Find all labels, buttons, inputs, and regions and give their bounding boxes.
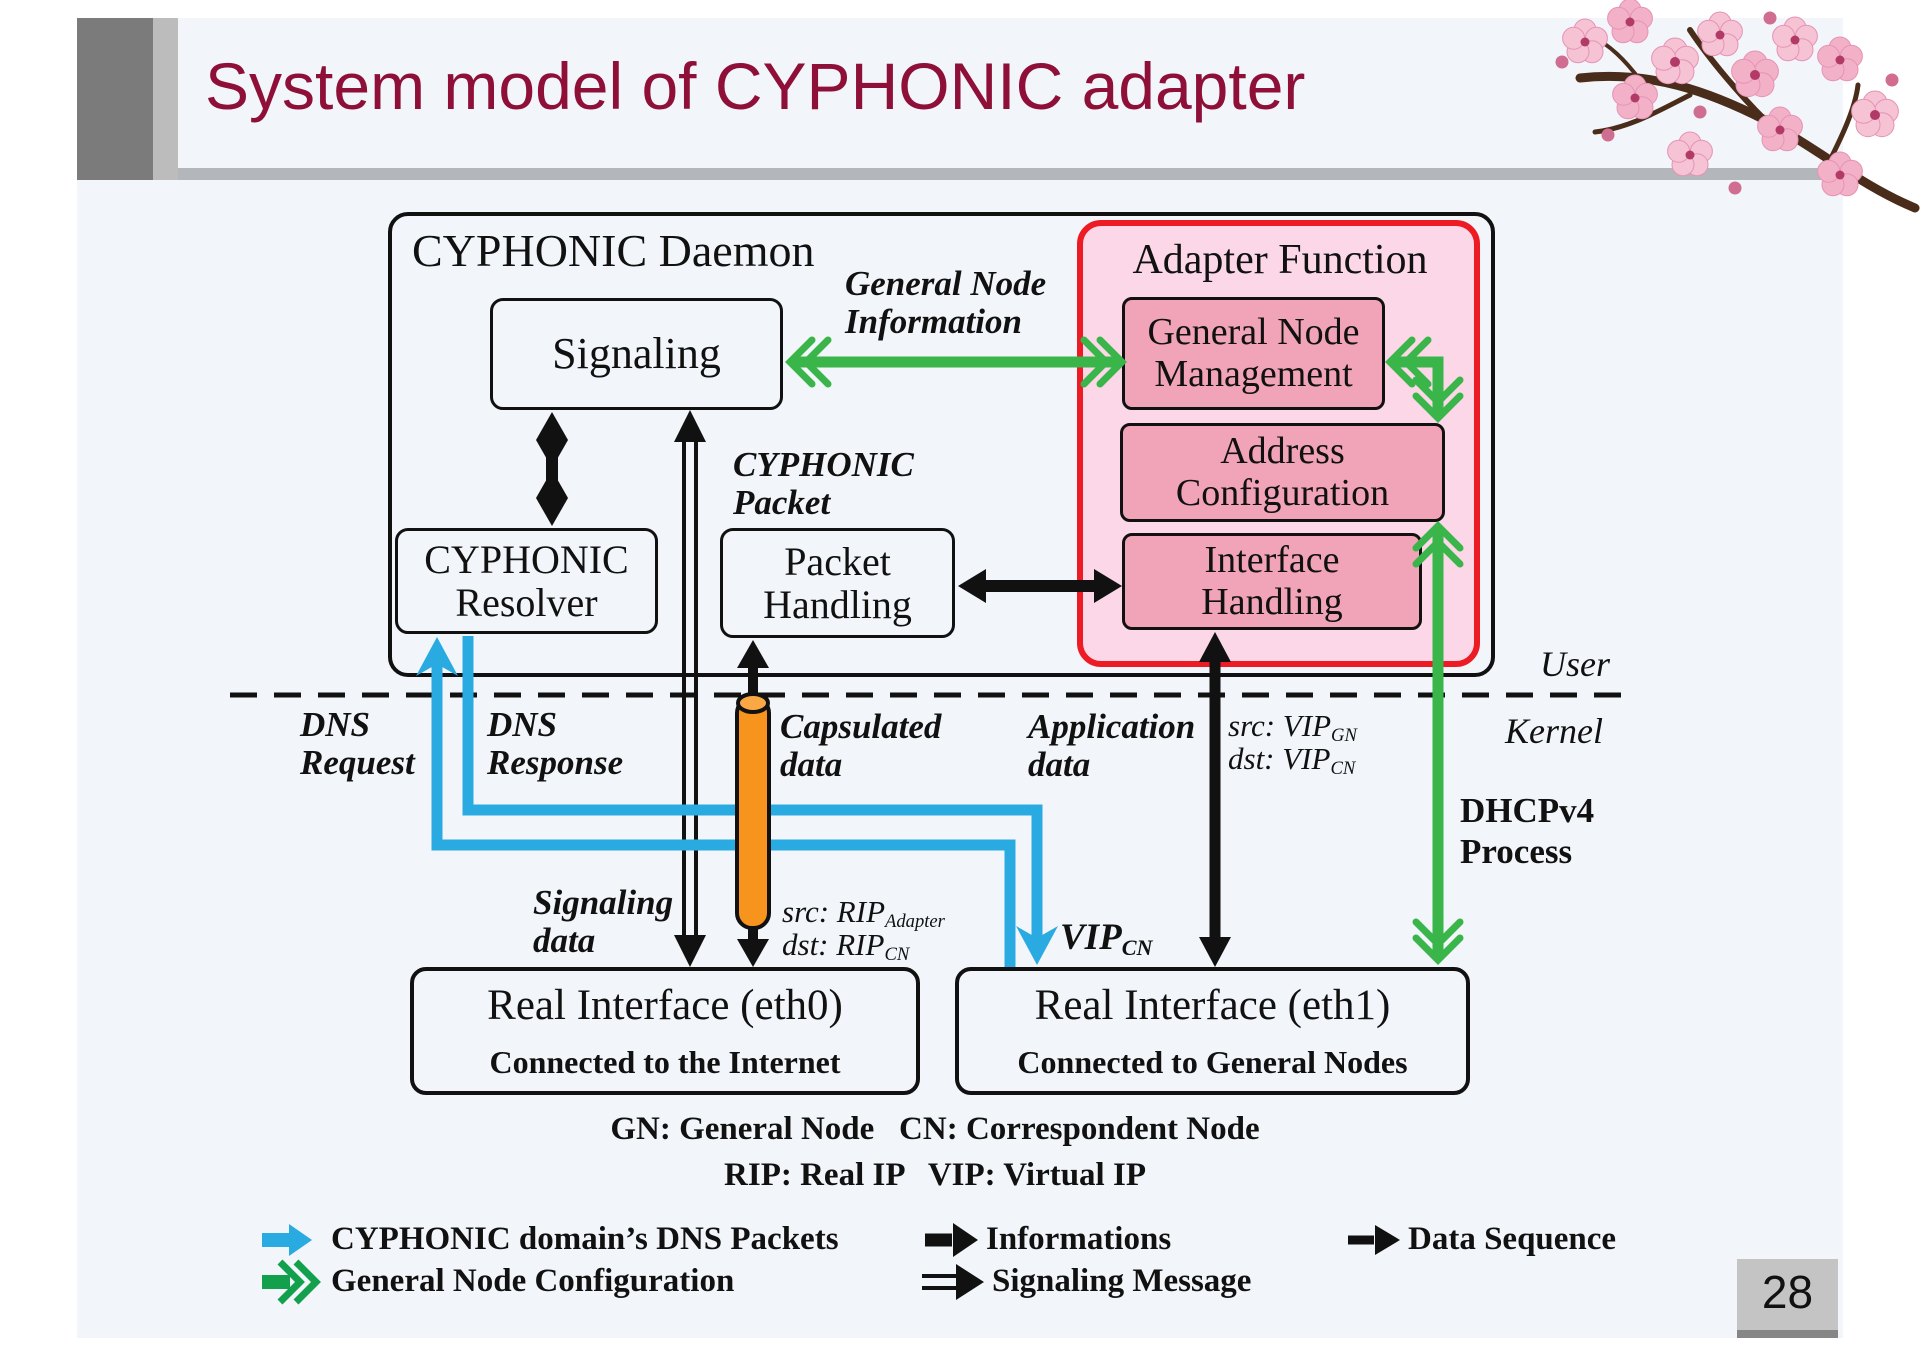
- dns-request-path: [416, 637, 1016, 967]
- legend-informations-label: Informations: [986, 1221, 1172, 1257]
- legend-dns-packets-label: CYPHONIC domain’s DNS Packets: [331, 1221, 839, 1257]
- dhcpv4-process-arrow: [1412, 521, 1464, 965]
- general-node-information-label: General Node Information: [845, 264, 1047, 341]
- general-node-management-label: General Node Management: [1147, 311, 1360, 395]
- kernel-label: Kernel: [1505, 711, 1603, 751]
- page-number-strip: [1737, 1330, 1838, 1338]
- page-title: System model of CYPHONIC adapter: [205, 49, 1306, 123]
- gnm-to-address-config-arrow: [1385, 336, 1464, 423]
- cyphonic-resolver-label: CYPHONIC Resolver: [424, 536, 629, 625]
- vip-cn-label: VIPCN: [1060, 917, 1153, 961]
- page-number-box: 28: [1737, 1259, 1838, 1338]
- signaling-message-arrow: [674, 410, 706, 967]
- capsule-to-packet-arrow: [737, 640, 769, 700]
- signaling-data-label: Signaling data: [533, 883, 674, 960]
- legend-general-node-config-label: General Node Configuration: [331, 1263, 735, 1299]
- legend-signaling-message-icon: [922, 1264, 984, 1300]
- address-configuration-box: [1120, 423, 1445, 522]
- legend-data-sequence-icon: [1348, 1225, 1400, 1255]
- packet-interface-arrow: [958, 569, 1122, 603]
- cyphonic-resolver-box: [395, 528, 658, 634]
- eth1-box: [955, 967, 1470, 1095]
- eth1-label: Real Interface (eth1) Connected to Gener…: [1017, 981, 1408, 1080]
- slide-background: [77, 18, 1843, 1338]
- cyphonic-daemon-box: [388, 212, 1495, 677]
- src-dst-rip-label: src: RIPAdapter dst: RIPCN: [782, 894, 945, 965]
- header-dark-gray-block: [77, 18, 153, 180]
- adapter-title: Adapter Function: [1132, 237, 1428, 283]
- capsule-to-eth0-arrow: [737, 924, 769, 967]
- interface-handling-box: [1122, 533, 1422, 630]
- legend-signaling-message-label: Signaling Message: [992, 1263, 1252, 1299]
- legend-general-node-config-icon: [262, 1259, 321, 1305]
- header-light-gray-strip: [153, 18, 178, 180]
- cherry-blossom-decoration: [1555, 0, 1920, 213]
- legend-dns-packets-icon: [262, 1224, 312, 1256]
- eth0-label: Real Interface (eth0) Connected to the I…: [487, 981, 843, 1080]
- dns-response-label: DNS Response: [487, 705, 624, 782]
- abbreviation-line-1: GN: General Node CN: Correspondent Node: [610, 1111, 1260, 1147]
- user-label: User: [1540, 644, 1610, 684]
- packet-handling-label: Packet Handling: [763, 538, 912, 627]
- application-data-arrow: [1199, 632, 1231, 967]
- header-underline: [178, 168, 1843, 180]
- signaling-resolver-connector: [536, 412, 568, 526]
- dhcpv4-process-label: DHCPv4 Process: [1460, 791, 1595, 872]
- capsulated-data-label: Capsulated data: [780, 707, 942, 784]
- general-node-info-arrow: [785, 336, 1127, 388]
- address-configuration-label: Address Configuration: [1175, 430, 1390, 514]
- interface-handling-label: Interface Handling: [1201, 539, 1343, 623]
- page-number: 28: [1761, 1266, 1814, 1318]
- signaling-label: Signaling: [552, 329, 721, 379]
- cyphonic-packet-label: CYPHONIC Packet: [733, 445, 914, 522]
- legend-informations-icon: [925, 1223, 978, 1257]
- src-dst-vip-label: src: VIPGN dst: VIPCN: [1228, 708, 1357, 779]
- daemon-title: CYPHONIC Daemon: [412, 225, 815, 276]
- capsulated-data-capsule: [735, 692, 771, 930]
- abbreviation-line-2: RIP: Real IP VIP: Virtual IP: [724, 1157, 1146, 1193]
- signaling-box: [490, 298, 783, 410]
- dns-request-label: DNS Request: [300, 705, 415, 782]
- application-data-label: Application data: [1028, 707, 1196, 784]
- packet-handling-box: [720, 528, 955, 638]
- blossom-flowers: [1555, 0, 1899, 197]
- general-node-management-box: [1122, 297, 1385, 410]
- legend-data-sequence-label: Data Sequence: [1408, 1221, 1617, 1257]
- eth0-box: [410, 967, 920, 1095]
